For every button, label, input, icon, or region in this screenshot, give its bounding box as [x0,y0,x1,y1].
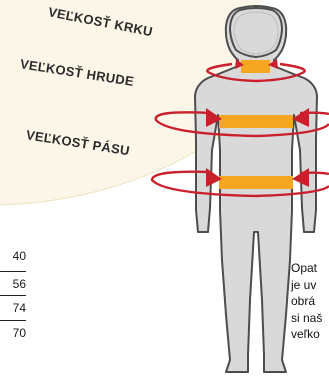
size-cell: 70 [0,320,26,345]
size-cell: 40 [0,246,26,271]
size-table: 40 56 74 70 [0,246,26,344]
note-line: je uv [291,277,329,294]
instruction-note: Opat je uv obrá si naš veľko [291,260,329,343]
note-line: obrá [291,293,329,310]
note-line: veľko [291,326,329,343]
chest-band [219,115,293,128]
size-cell: 56 [0,271,26,296]
note-line: si naš [291,310,329,327]
note-line: Opat [291,260,329,277]
neck-band [241,60,270,73]
size-cell: 74 [0,295,26,320]
waist-band [219,176,293,189]
